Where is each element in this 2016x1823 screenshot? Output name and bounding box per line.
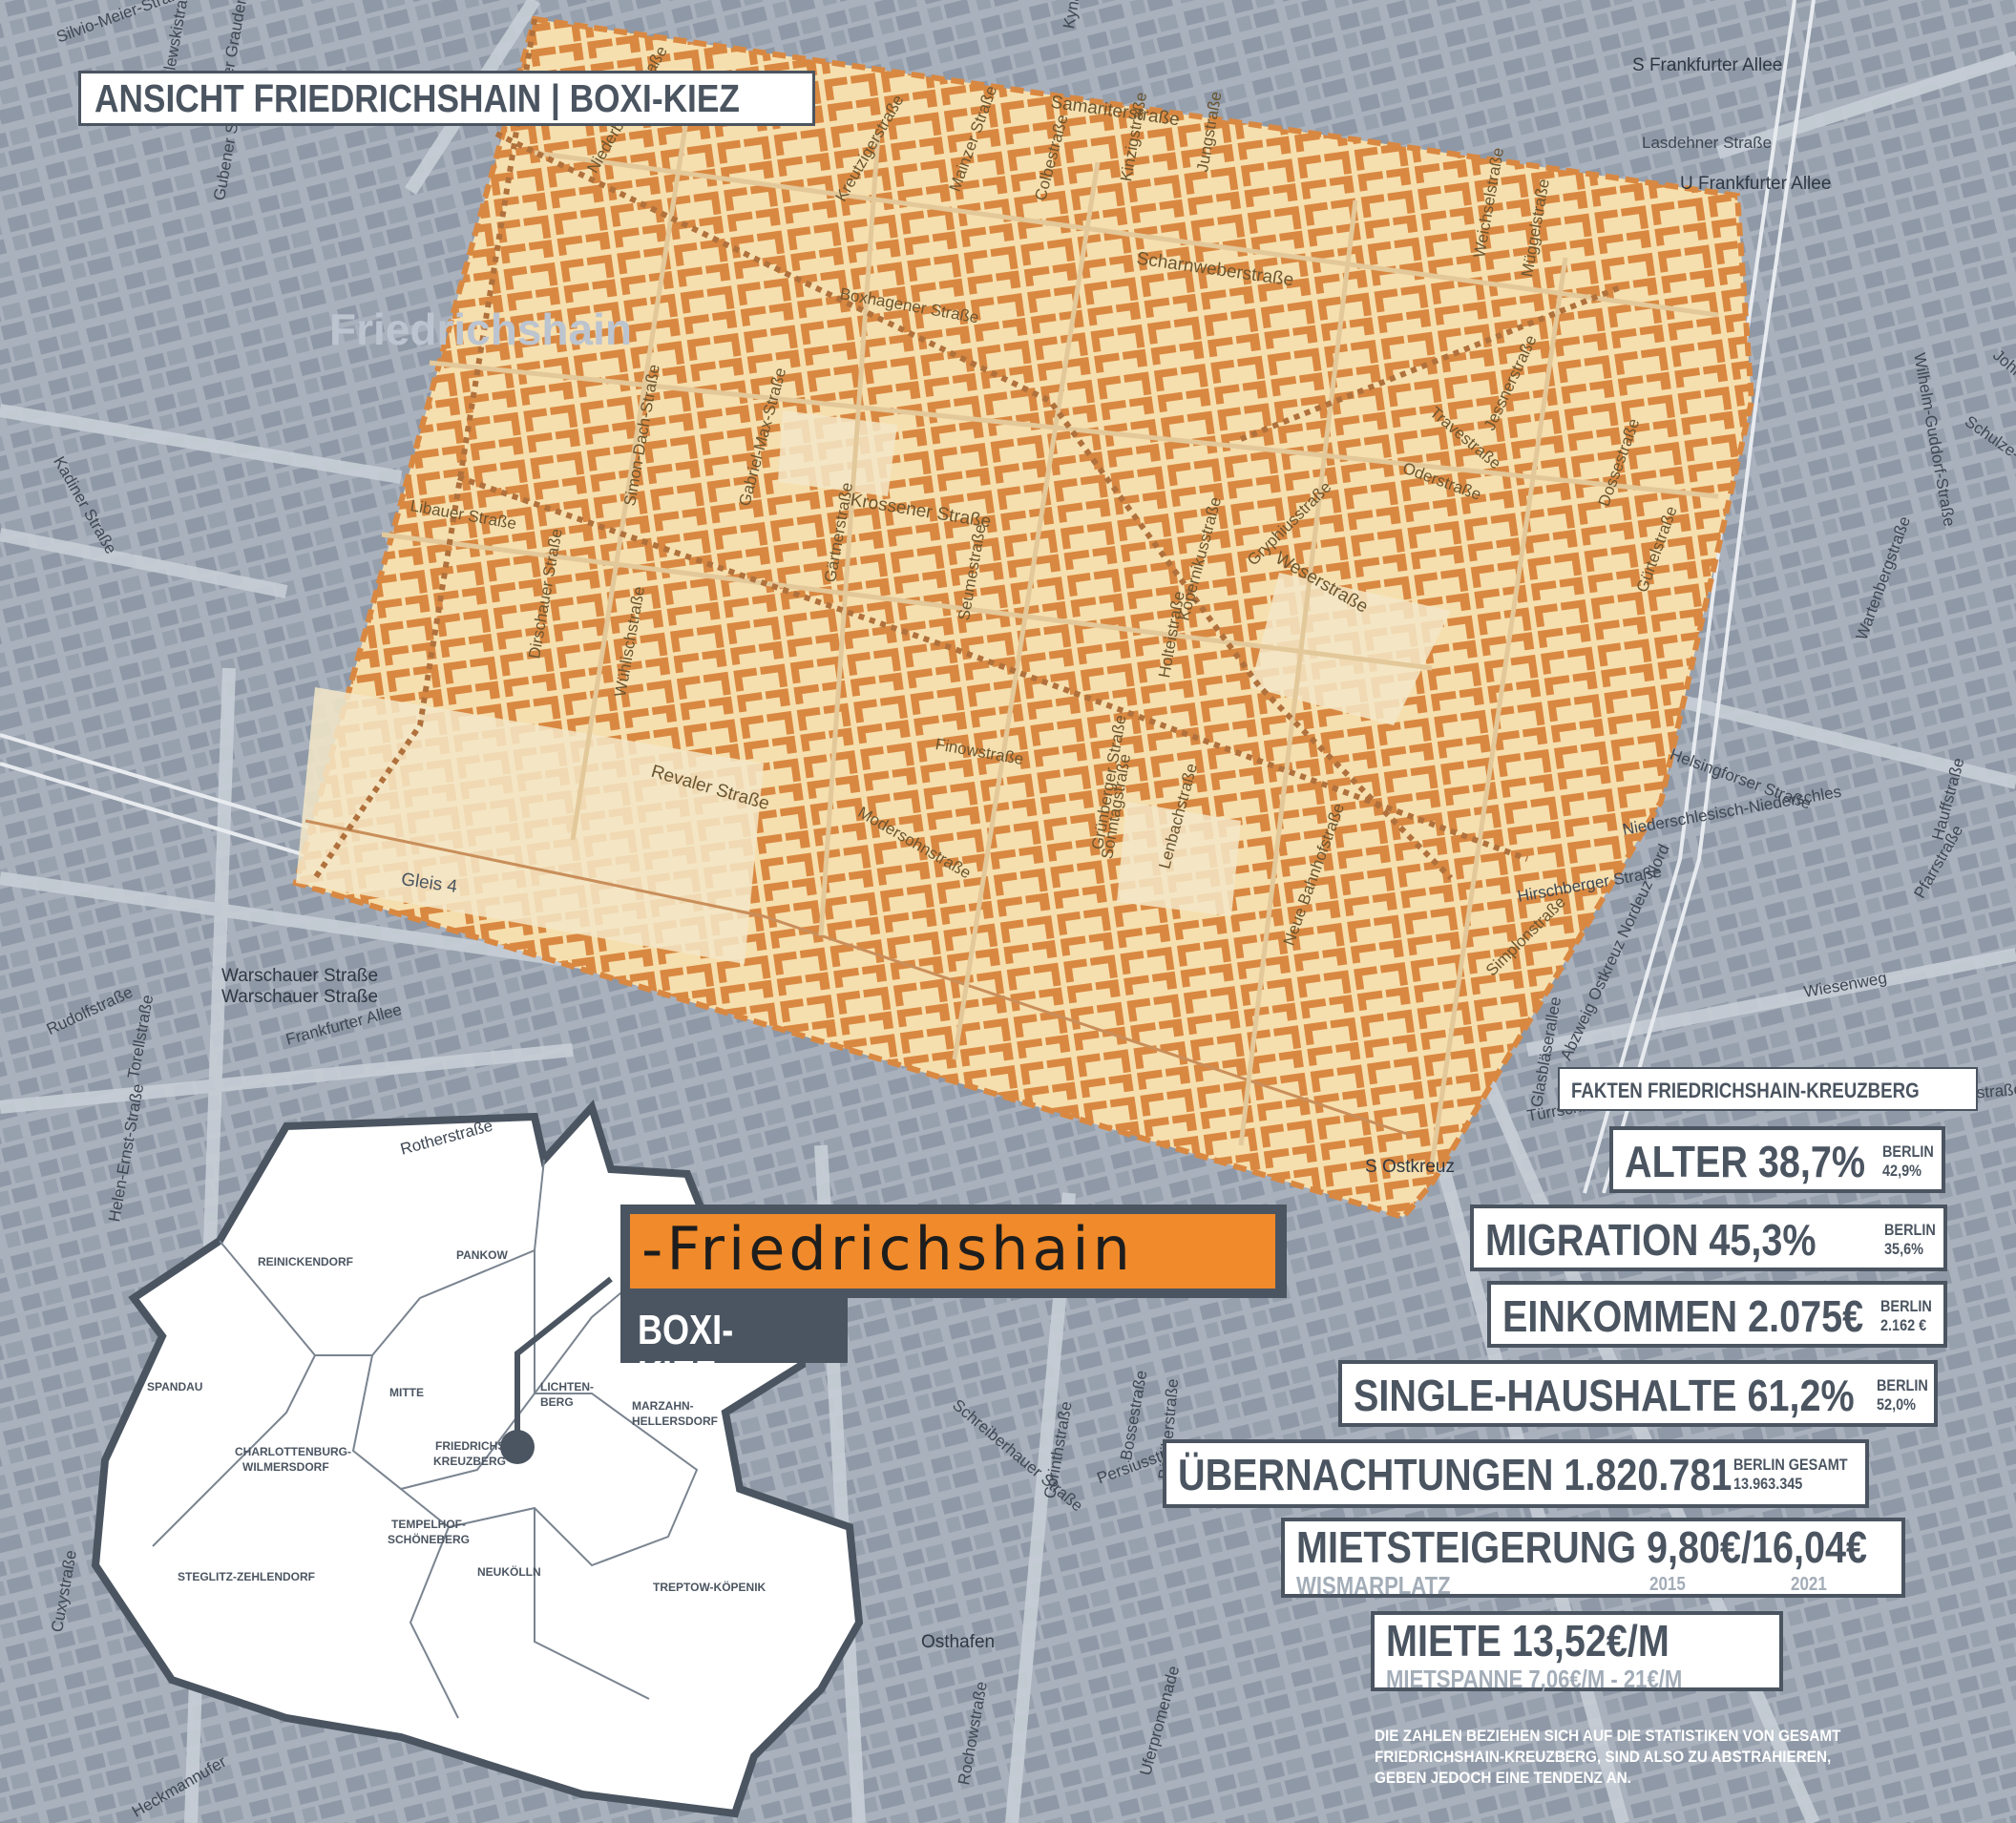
district-steglitz: STEGLITZ-ZEHLENDORF [178, 1570, 315, 1583]
district-kreuzberg-2: KREUZBERG [433, 1455, 507, 1468]
district-lichtenberg-2: BERG [540, 1395, 574, 1409]
fact-single-label: SINGLE-HAUSHALTE 61,2% [1354, 1371, 1855, 1420]
fact-mietsteigerung-label: MIETSTEIGERUNG 9,80€/16,04€ [1296, 1522, 1868, 1572]
fact-uebernachtungen-label: ÜBERNACHTUNGEN 1.820.781 [1178, 1450, 1732, 1499]
sign-plate: -Friedrichshain [630, 1214, 1275, 1289]
fact-alter: ALTER 38,7% BERLIN 42,9% [1609, 1126, 1945, 1193]
district-charlottenburg-2: WILMERSDORF [242, 1460, 329, 1474]
district-kreuzberg-1: FRIEDRICHS- [435, 1439, 510, 1453]
district-lichtenberg-1: LICHTEN- [540, 1380, 594, 1393]
fact-einkommen-ref-value: 2.162 € [1880, 1316, 1927, 1334]
fakten-note: DIE ZAHLEN BEZIEHEN SICH AUF DIE STATIST… [1375, 1726, 1924, 1789]
sign-text: -Friedrichshain [641, 1214, 1134, 1284]
fact-single-ref-title: BERLIN [1877, 1376, 1928, 1394]
street-label-74: Lasdehner Straße [1642, 134, 1773, 152]
street-label-warschauer: Warschauer Straße [221, 966, 379, 986]
fakten-note-line-3: GEBEN JEDOCH EINE TENDENZ AN. [1375, 1769, 1631, 1787]
boxi-kiez-text: BOXI-KIEZ [638, 1307, 734, 1399]
fact-single-ref-value: 52,0% [1877, 1395, 1916, 1414]
fact-uebernachtungen-ref-value: 13.963.345 [1733, 1475, 1803, 1493]
fakten-heading-box: FAKTEN FRIEDRICHSHAIN-KREUZBERG [1558, 1067, 1978, 1111]
fact-alter-label: ALTER 38,7% [1625, 1137, 1866, 1186]
district-tempelhof-1: TEMPELHOF- [391, 1518, 466, 1531]
district-label-friedrichshain: Friedrichshain [329, 304, 632, 354]
station-label-u-frankfurter: U Frankfurter Allee [1680, 174, 1832, 194]
fact-single-haushalte: SINGLE-HAUSHALTE 61,2% BERLIN 52,0% [1338, 1360, 1938, 1427]
fact-migration: MIGRATION 45,3% BERLIN 35,6% [1470, 1205, 1947, 1271]
fakten-heading: FAKTEN FRIEDRICHSHAIN-KREUZBERG [1571, 1079, 1920, 1102]
street-label-osthafen: Osthafen [921, 1632, 996, 1652]
station-label-warschauer: Warschauer Straße [221, 987, 379, 1007]
fact-einkommen-ref-title: BERLIN [1880, 1297, 1932, 1315]
station-label-s-frankfurter: S Frankfurter Allee [1632, 55, 1783, 75]
district-marzahn-1: MARZAHN- [632, 1399, 694, 1413]
fact-miete-sub: MIETSPANNE 7,06€/M - 21€/M [1386, 1665, 1683, 1693]
station-label-s-ostkreuz: S Ostkreuz [1365, 1157, 1455, 1177]
fact-miete: MIETE 13,52€/M MIETSPANNE 7,06€/M - 21€/… [1371, 1611, 1783, 1691]
header-title-box: ANSICHT FRIEDRICHSHAIN | BOXI-KIEZ [78, 71, 815, 126]
fact-einkommen-label: EINKOMMEN 2.075€ [1502, 1291, 1864, 1341]
fact-migration-label: MIGRATION 45,3% [1485, 1215, 1816, 1265]
fakten-note-line-2: FRIEDRICHSHAIN-KREUZBERG, SIND ALSO ZU A… [1375, 1748, 1832, 1766]
fact-alter-ref-value: 42,9% [1882, 1162, 1922, 1180]
fakten-note-line-1: DIE ZAHLEN BEZIEHEN SICH AUF DIE STATIST… [1375, 1727, 1841, 1745]
district-treptow: TREPTOW-KÖPENIK [653, 1581, 766, 1594]
fact-uebernachtungen: ÜBERNACHTUNGEN 1.820.781 BERLIN GESAMT 1… [1163, 1439, 1869, 1508]
district-neukoelln: NEUKÖLLN [477, 1565, 541, 1579]
fact-alter-ref-title: BERLIN [1882, 1142, 1934, 1161]
page-title: ANSICHT FRIEDRICHSHAIN | BOXI-KIEZ [94, 76, 740, 120]
boxi-kiez-label: BOXI-KIEZ [620, 1298, 848, 1399]
district-mitte: MITTE [389, 1386, 424, 1399]
fact-migration-ref-title: BERLIN [1884, 1221, 1936, 1239]
district-pankow: PANKOW [456, 1248, 508, 1262]
fact-einkommen: EINKOMMEN 2.075€ BERLIN 2.162 € [1487, 1281, 1947, 1348]
fact-migration-ref-value: 35,6% [1884, 1240, 1923, 1258]
district-marzahn-2: HELLERSDORF [632, 1414, 718, 1428]
fact-mietsteigerung-sub: WISMARPLATZ [1296, 1571, 1451, 1600]
fact-uebernachtungen-ref-title: BERLIN GESAMT [1733, 1456, 1848, 1474]
district-charlottenburg-1: CHARLOTTENBURG- [235, 1445, 351, 1458]
fact-mietsteigerung: MIETSTEIGERUNG 9,80€/16,04€ WISMARPLATZ … [1281, 1518, 1905, 1598]
district-spandau: SPANDAU [147, 1380, 203, 1393]
fact-mietsteigerung-year1: 2015 [1649, 1574, 1686, 1595]
friedrichshain-sign: -Friedrichshain [620, 1205, 1287, 1298]
fact-mietsteigerung-year2: 2021 [1791, 1574, 1827, 1595]
district-reinickendorf: REINICKENDORF [258, 1255, 354, 1268]
district-tempelhof-2: SCHÖNEBERG [388, 1533, 471, 1546]
fact-miete-label: MIETE 13,52€/M [1386, 1616, 1670, 1666]
